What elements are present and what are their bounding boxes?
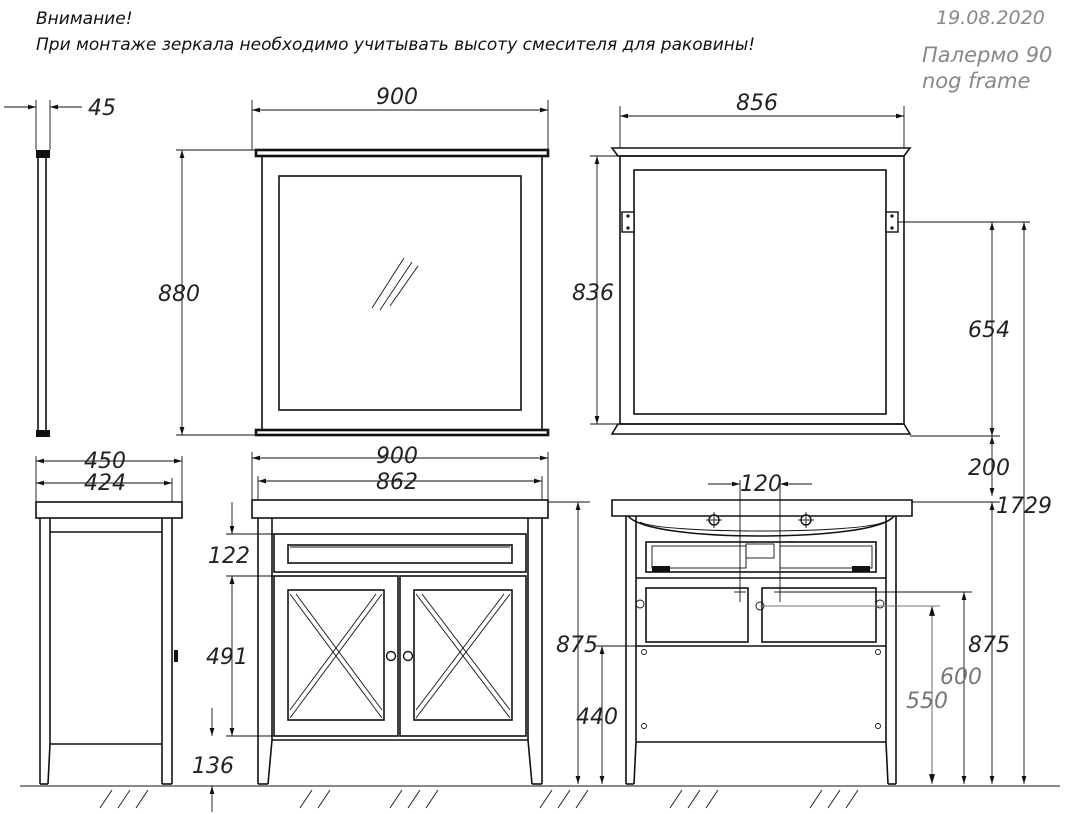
dim-cabinet-depth-inner-label: 424 — [84, 471, 126, 496]
dim-mirror-height: 880 — [158, 149, 256, 436]
dim-cabinet-width-inner: 862 — [257, 470, 543, 500]
dim-mirror-width-label: 900 — [376, 85, 418, 110]
dim-inner-height: 440 — [576, 645, 636, 784]
mirror-back-view — [610, 147, 912, 435]
mirror-front-view — [254, 148, 550, 437]
cabinet-front-view — [251, 499, 549, 785]
dim-drawer-height-label: 122 — [208, 544, 250, 569]
dim-cabinet-depth-outer: 450 — [35, 449, 183, 502]
dim-cabinet-depth-inner: 424 — [36, 471, 173, 502]
warning-title: Внимание! — [36, 9, 133, 29]
dim-doors-height-label: 491 — [206, 645, 248, 670]
dim-cabinet-height-front-label: 875 — [556, 633, 598, 658]
dim-cabinet-height-front: 875 — [548, 501, 598, 784]
dim-total-height-label: 1729 — [996, 494, 1052, 519]
floor-line — [20, 785, 1060, 809]
dim-mirror-frame-width: 856 — [619, 91, 905, 148]
dim-legs-height: 136 — [192, 708, 234, 812]
dim-legs-height-label: 136 — [192, 754, 234, 779]
dim-cabinet-height-back-label: 875 — [968, 633, 1010, 658]
dim-mirror-mount-height: 654 — [898, 221, 1030, 437]
dim-mirror-width: 900 — [251, 85, 549, 150]
dim-pipe-spacing-label: 120 — [740, 472, 782, 497]
dim-cabinet-depth-outer-label: 450 — [84, 449, 126, 474]
product-name: Палермо 90 — [922, 43, 1052, 67]
product-variant: nog frame — [922, 69, 1030, 93]
dim-mirror-frame-width-label: 856 — [736, 91, 778, 116]
dim-total-height: 1729 — [996, 222, 1052, 784]
dim-mirror-depth: 45 — [4, 96, 116, 121]
dim-drawer-height: 122 — [208, 502, 274, 586]
drawing-date: 19.08.2020 — [936, 7, 1045, 29]
dim-cabinet-width-outer-label: 900 — [376, 444, 418, 469]
dim-inner-height-label: 440 — [576, 705, 618, 730]
dim-pipe-height-upper: 600 — [780, 591, 982, 784]
cabinet-back-view — [611, 480, 913, 785]
dim-cabinet-height-back: 875 — [912, 501, 1010, 784]
dim-mirror-frame-height: 836 — [572, 155, 620, 425]
dim-doors-height: 491 — [206, 576, 274, 737]
dim-pipe-height-upper-label: 600 — [940, 665, 982, 690]
dim-pipe-spacing: 120 — [708, 472, 812, 497]
dim-pipe-height-lower: 550 — [760, 605, 948, 784]
dim-gap-sink-mirror-label: 200 — [968, 456, 1010, 481]
dim-mirror-depth-label: 45 — [88, 96, 116, 121]
dim-cabinet-width-inner-label: 862 — [376, 470, 418, 495]
dim-mirror-frame-height-label: 836 — [572, 281, 614, 306]
warning-text: При монтаже зеркала необходимо учитывать… — [36, 35, 755, 55]
mirror-side-view — [35, 100, 51, 437]
dim-mirror-height-label: 880 — [158, 282, 200, 307]
dim-pipe-height-lower-label: 550 — [906, 689, 948, 714]
cabinet-side-view — [35, 501, 183, 785]
dim-gap-sink-mirror: 200 — [968, 436, 1010, 496]
dim-cabinet-width-outer: 900 — [251, 444, 549, 500]
dim-mirror-mount-height-label: 654 — [968, 318, 1010, 343]
